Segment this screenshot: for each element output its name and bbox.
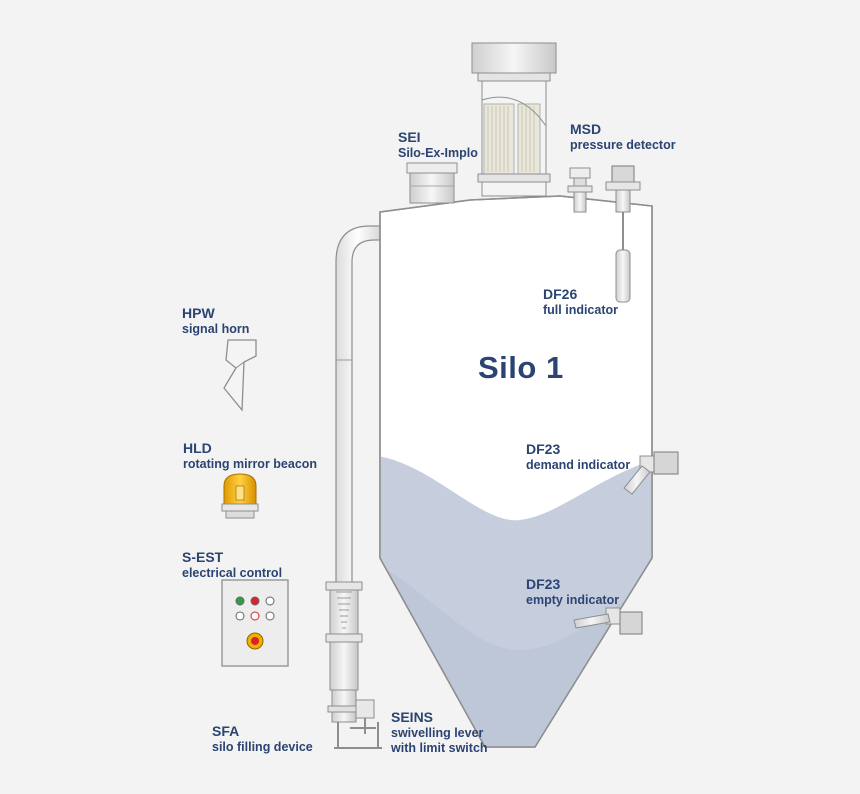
label-hpw-code: HPW	[182, 305, 215, 321]
label-df23-empty-desc: empty indicator	[526, 592, 620, 607]
label-hld: HLD rotating mirror beacon	[183, 440, 317, 472]
label-df23-demand-desc: demand indicator	[526, 457, 631, 472]
label-seins-desc2: with limit switch	[391, 740, 488, 755]
label-msd-desc: pressure detector	[570, 137, 676, 152]
label-df23-demand-code: DF23	[526, 441, 561, 457]
label-hld-code: HLD	[183, 440, 212, 456]
label-seins-desc: swivelling lever	[391, 725, 484, 740]
filling-pipe	[325, 225, 381, 691]
seins-swivelling-lever	[350, 699, 376, 734]
label-df23-demand: DF23 demand indicator	[526, 441, 630, 473]
df23-empty-indicator	[573, 607, 643, 635]
df26-full-indicator	[605, 165, 641, 303]
label-df23-empty: DF23 empty indicator	[526, 576, 619, 608]
label-sfa-desc: silo filling device	[212, 739, 313, 754]
label-df26-desc: full indicator	[543, 302, 618, 317]
label-sei-code: SEI	[398, 129, 421, 145]
label-df26: DF26 full indicator	[543, 286, 618, 318]
control-cabinet-icon	[221, 579, 289, 667]
label-hpw: HPW signal horn	[182, 305, 249, 337]
label-sest-desc: electrical control	[182, 565, 283, 580]
df23-demand-indicator	[623, 451, 679, 495]
label-hpw-desc: signal horn	[182, 321, 250, 336]
silo-title: Silo 1	[478, 350, 564, 385]
label-sei-desc: Silo-Ex-Implo	[398, 145, 478, 160]
sei-silo-ex-implo	[406, 162, 458, 204]
label-msd-code: MSD	[570, 121, 602, 137]
label-sei: SEI Silo-Ex-Implo	[398, 129, 478, 161]
label-seins: SEINS swivelling lever with limit switch	[391, 709, 488, 756]
label-seins-code: SEINS	[391, 709, 434, 725]
horn-icon	[223, 339, 257, 412]
label-hld-desc: rotating mirror beacon	[183, 456, 318, 471]
beacon-icon	[221, 473, 259, 519]
label-sfa: SFA silo filling device	[212, 723, 313, 755]
sfa-filling-device	[327, 689, 382, 749]
label-msd: MSD pressure detector	[570, 121, 676, 153]
label-sfa-code: SFA	[212, 723, 240, 739]
label-sest-code: S-EST	[182, 549, 224, 565]
label-df23-empty-code: DF23	[526, 576, 561, 592]
silo-top-filter	[471, 42, 557, 197]
label-df26-code: DF26	[543, 286, 578, 302]
label-sest: S-EST electrical control	[182, 549, 282, 581]
msd-pressure-detector	[567, 167, 593, 213]
